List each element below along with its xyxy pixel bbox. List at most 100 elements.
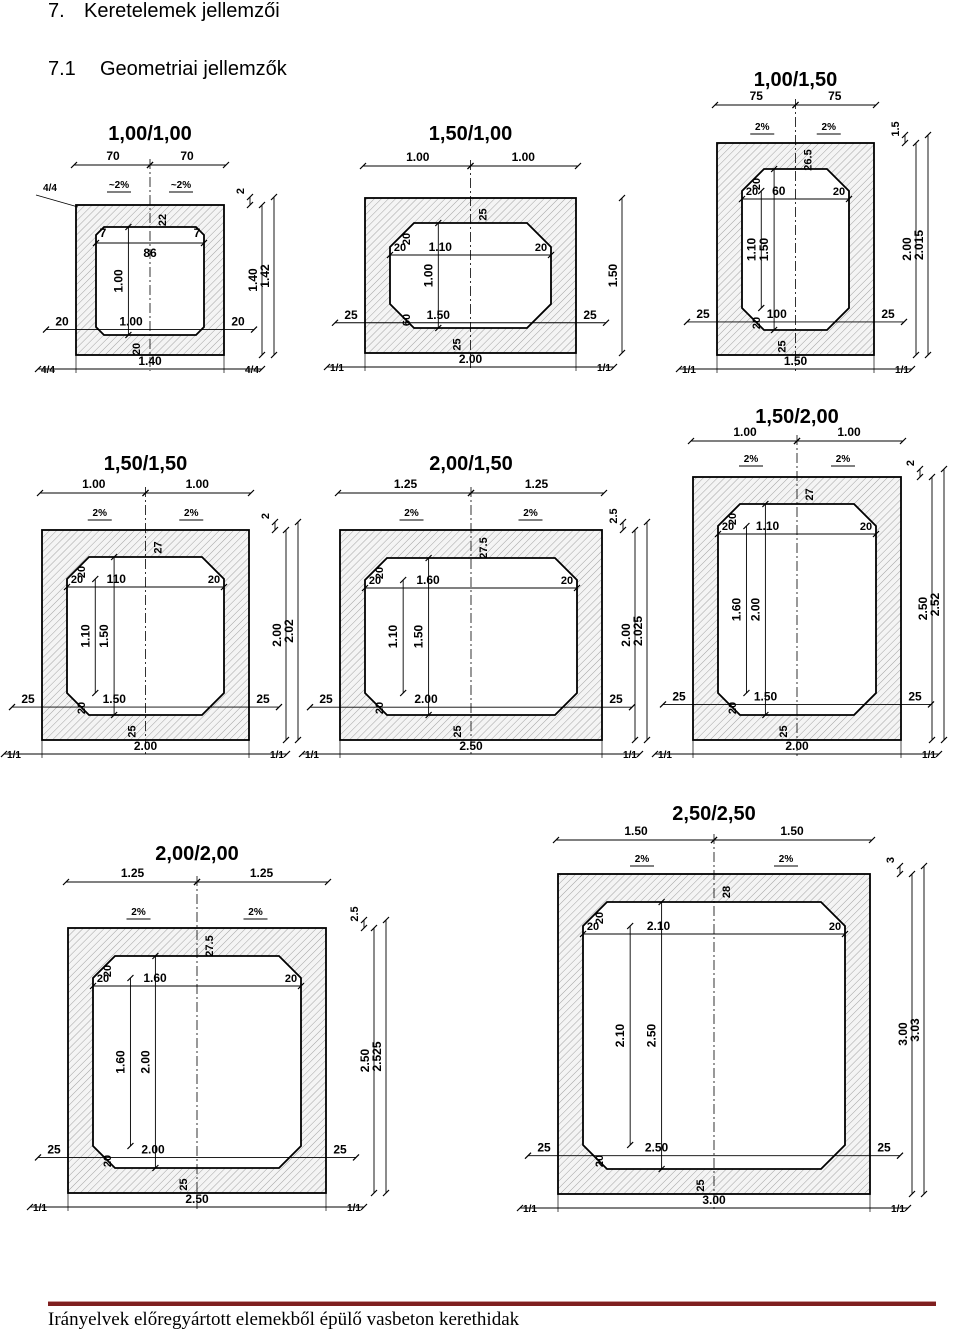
dimension-tick bbox=[610, 363, 618, 371]
inner-width-label: 2.00 bbox=[141, 1142, 165, 1156]
dimension-tick bbox=[282, 526, 290, 534]
top-dimension-right-label: 70 bbox=[180, 149, 194, 163]
haunch-height-bottom: 20 bbox=[751, 317, 763, 329]
dimension-tick bbox=[714, 530, 722, 538]
frame-title: 2,50/2,50 bbox=[672, 803, 755, 825]
dimension-tick bbox=[34, 1153, 42, 1161]
dimension-tick bbox=[220, 583, 228, 591]
right-dimension-label: 2.525 bbox=[370, 1041, 384, 1071]
dimension-tick bbox=[151, 1164, 159, 1172]
dimension-tick bbox=[757, 304, 765, 312]
inner-straight-height-label: 1.10 bbox=[78, 624, 92, 648]
top-dimension-right-label: 1.00 bbox=[837, 425, 861, 439]
dimension-tick bbox=[142, 489, 149, 497]
dimension-tick bbox=[360, 916, 368, 924]
dimension-tick bbox=[792, 101, 799, 109]
dimension-tick bbox=[250, 326, 258, 334]
dimension-tick bbox=[710, 836, 718, 844]
dimension-tick bbox=[370, 924, 378, 932]
dimension-tick bbox=[271, 518, 279, 526]
dimension-tick bbox=[434, 324, 442, 332]
top-slab-thickness: 25 bbox=[478, 208, 490, 220]
dimension-tick bbox=[282, 736, 290, 744]
slope-label-right: 2% bbox=[822, 122, 837, 133]
dimension-tick bbox=[574, 162, 582, 170]
dimension-tick bbox=[579, 930, 587, 938]
ratio-label: 4/4 bbox=[245, 365, 259, 376]
inner-top-width-label: 1.10 bbox=[429, 240, 453, 254]
right-dimension-label: 2 bbox=[260, 513, 272, 519]
dimension-tick bbox=[904, 1204, 912, 1212]
dimension-tick bbox=[631, 736, 639, 744]
haunch-dimension-left: 20 bbox=[722, 521, 734, 533]
top-dimension-right-label: 1.25 bbox=[250, 866, 274, 880]
dimension-tick bbox=[124, 331, 132, 339]
dimension-tick bbox=[675, 365, 683, 373]
dimension-tick bbox=[920, 1190, 928, 1198]
dimension-tick bbox=[912, 139, 920, 147]
dimension-tick bbox=[200, 239, 208, 247]
dimension-tick bbox=[935, 750, 943, 758]
right-dimension-label: 2.00 bbox=[270, 623, 284, 647]
inner-top-width-label: 86 bbox=[143, 246, 157, 260]
dimension-tick bbox=[360, 924, 368, 932]
inner-top-width-label: 110 bbox=[107, 572, 127, 586]
dimension-tick bbox=[928, 473, 936, 481]
top-dimension-left-label: 70 bbox=[106, 149, 120, 163]
wall-thickness-left: 25 bbox=[344, 308, 358, 322]
inner-straight-height-label: 1.10 bbox=[386, 624, 400, 648]
dimension-tick bbox=[896, 1152, 904, 1160]
frame-title: 1,00/1,00 bbox=[108, 123, 191, 145]
ratio-label-left: 1/1 bbox=[7, 750, 21, 761]
top-dimension-right-label: 1.00 bbox=[186, 477, 210, 491]
dimension-tick bbox=[258, 351, 266, 359]
dimension-tick bbox=[222, 161, 230, 169]
right-dimension-label: 1.50 bbox=[606, 263, 620, 287]
footer-text: Irányelvek előregyártott elemekből épülő… bbox=[48, 1309, 520, 1330]
right-dimension-label: 2.50 bbox=[358, 1048, 372, 1072]
dimension-tick bbox=[619, 518, 627, 526]
right-dimension-label: 2 bbox=[905, 460, 917, 466]
top-dimension-left-label: 1.25 bbox=[394, 477, 418, 491]
dimension-tick bbox=[924, 131, 932, 139]
right-dimension-label: 2.02 bbox=[282, 619, 296, 643]
top-dimension-left-label: 75 bbox=[750, 89, 764, 103]
dimension-tick bbox=[92, 239, 100, 247]
dimension-tick bbox=[247, 489, 255, 497]
dimension-tick bbox=[399, 689, 407, 697]
dimension-tick bbox=[34, 365, 42, 373]
dimension-tick bbox=[602, 319, 610, 327]
dimension-tick bbox=[297, 982, 305, 990]
top-dimension-left-label: 1.00 bbox=[406, 150, 430, 164]
inner-height-label: 2.00 bbox=[138, 1050, 152, 1074]
right-dimension-label: 2.52 bbox=[928, 592, 942, 616]
right-dimension-label: 2.00 bbox=[619, 623, 633, 647]
haunch-dimension-left: 20 bbox=[71, 574, 83, 586]
dimension-tick bbox=[738, 195, 746, 203]
bottom-dimension-label: 2.00 bbox=[459, 352, 483, 366]
dimension-tick bbox=[382, 1189, 390, 1197]
footer-rule bbox=[48, 1301, 936, 1306]
dimension-tick bbox=[900, 318, 908, 326]
inner-height-label: 1.50 bbox=[412, 624, 426, 648]
dimension-tick bbox=[42, 326, 50, 334]
dimension-tick bbox=[246, 201, 254, 209]
haunch-dimension-right: 20 bbox=[208, 574, 220, 586]
dimension-tick bbox=[841, 930, 849, 938]
wall-thickness-left: 25 bbox=[21, 692, 35, 706]
slope-label-left: 2% bbox=[131, 907, 146, 918]
dimension-tick bbox=[757, 187, 765, 195]
top-dimension-right-label: 75 bbox=[828, 89, 842, 103]
bottom-slab-thickness: 25 bbox=[178, 1178, 190, 1190]
dimension-tick bbox=[386, 251, 394, 259]
frame-title: 1,50/2,00 bbox=[755, 406, 838, 428]
dimension-tick bbox=[711, 101, 719, 109]
dimension-tick bbox=[270, 193, 278, 201]
haunch-height-top: 20 bbox=[594, 912, 606, 924]
section-title: Keretelemek jellemzői bbox=[84, 0, 280, 22]
inner-opening bbox=[717, 503, 877, 716]
dimension-tick bbox=[927, 701, 935, 708]
